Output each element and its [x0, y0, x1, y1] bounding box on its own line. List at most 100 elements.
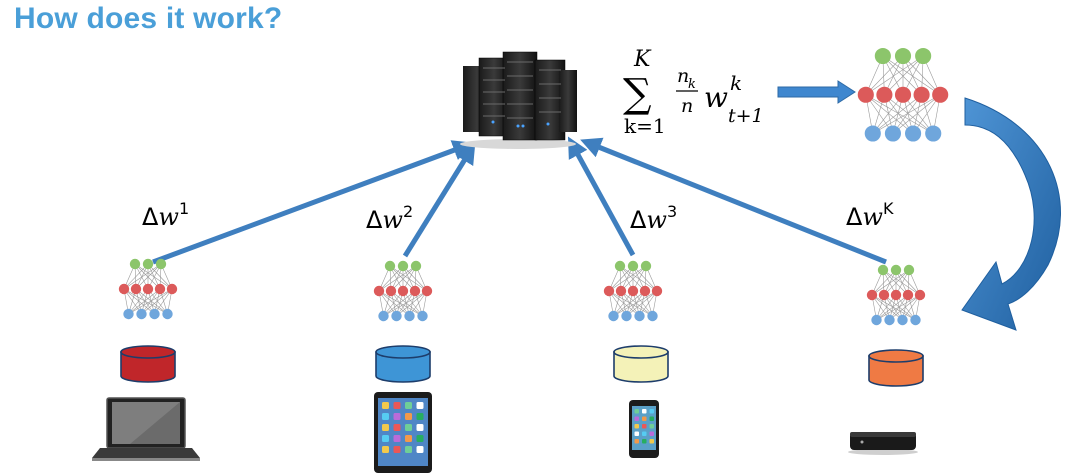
input-node	[884, 314, 895, 326]
delta-symbol: Δ	[630, 206, 647, 234]
output-node	[142, 258, 154, 270]
upload-arrow-1	[152, 140, 474, 265]
fraction-numerator-subscript: k	[688, 77, 696, 92]
hidden-node	[651, 285, 663, 297]
input-node	[884, 125, 901, 142]
hidden-node	[118, 283, 130, 295]
input-node	[378, 310, 389, 322]
local-data-cylinder-icon	[613, 345, 669, 383]
hidden-node	[397, 285, 409, 297]
hidden-node	[866, 289, 878, 301]
delta-weight: w	[646, 206, 667, 234]
input-node	[417, 310, 428, 322]
input-node	[608, 310, 619, 322]
page-title: How does it work?	[14, 2, 283, 35]
sum-upper-limit: K	[633, 47, 652, 72]
laptop-icon	[92, 397, 200, 461]
input-node	[136, 308, 147, 320]
output-node	[614, 260, 626, 272]
smartphone-icon	[629, 400, 659, 458]
svg-text:Δw1: Δw1	[142, 199, 189, 231]
hidden-node	[639, 285, 651, 297]
output-node	[155, 258, 167, 270]
output-node	[915, 47, 932, 65]
input-node	[871, 314, 882, 326]
output-node	[877, 264, 889, 276]
hidden-node	[902, 289, 914, 301]
output-node	[874, 47, 891, 65]
local-data-cylinder-icon	[120, 345, 176, 383]
input-node	[404, 310, 415, 322]
input-node	[647, 310, 658, 322]
input-node	[149, 308, 160, 320]
hidden-node	[857, 86, 874, 103]
fraction-numerator: n	[677, 65, 689, 87]
input-node	[897, 314, 908, 326]
hidden-node	[373, 285, 385, 297]
hidden-node	[130, 283, 142, 295]
delta-symbol: Δ	[846, 203, 863, 231]
hidden-node	[914, 289, 926, 301]
client-model-network-icon	[118, 258, 178, 320]
client-model-network-icon	[866, 264, 926, 326]
output-node	[903, 264, 915, 276]
input-node	[864, 125, 881, 142]
upload-arrow-3	[567, 136, 636, 257]
hidden-node	[421, 285, 433, 297]
client-model-network-icon	[603, 260, 663, 322]
hidden-node	[878, 289, 890, 301]
delta-superscript: K	[883, 199, 894, 218]
tablet-icon	[374, 392, 432, 473]
output-node	[627, 260, 639, 272]
hidden-node	[932, 86, 949, 103]
upload-arrow-K	[580, 137, 887, 265]
weight-symbol: w	[704, 81, 728, 114]
output-node	[640, 260, 652, 272]
client-model-network-icon	[373, 260, 433, 322]
delta-weight: w	[158, 203, 179, 231]
global-model-network-icon	[857, 47, 949, 142]
delta-weight: w	[382, 206, 403, 234]
weight-subscript: t+1	[728, 105, 764, 127]
svg-text:Δw2: Δw2	[366, 202, 413, 234]
delta-superscript: 3	[667, 202, 677, 221]
delta-superscript: 1	[179, 199, 189, 218]
fraction-denominator: n	[681, 95, 693, 117]
delta-superscript: 2	[403, 202, 413, 221]
input-node	[925, 125, 942, 142]
delta-weight: w	[862, 203, 883, 231]
svg-text:Δw3: Δw3	[630, 202, 677, 234]
input-node	[391, 310, 402, 322]
client-update-labels: Δw1 Δw2 Δw3 ΔwK	[142, 199, 894, 234]
hidden-node	[409, 285, 421, 297]
hidden-node	[615, 285, 627, 297]
input-node	[162, 308, 173, 320]
hidden-node	[876, 86, 893, 103]
local-data-cylinder-icon	[868, 349, 924, 387]
hidden-node	[154, 283, 166, 295]
hidden-node	[627, 285, 639, 297]
delta-symbol: Δ	[366, 206, 383, 234]
server-icon	[460, 51, 577, 149]
set-top-box-icon	[848, 432, 918, 455]
output-node	[397, 260, 409, 272]
input-node	[634, 310, 645, 322]
upload-arrow-2	[402, 142, 476, 258]
input-node	[621, 310, 632, 322]
sum-lower-limit: k=1	[624, 114, 666, 138]
input-node	[123, 308, 134, 320]
output-node	[410, 260, 422, 272]
input-node	[910, 314, 921, 326]
upload-arrows	[152, 136, 887, 265]
hidden-node	[894, 86, 912, 103]
output-node	[894, 47, 912, 65]
output-node	[384, 260, 396, 272]
weight-superscript: k	[730, 71, 742, 95]
hidden-node	[166, 283, 178, 295]
block-arrow-icon	[777, 80, 856, 104]
input-node	[905, 125, 922, 142]
curved-broadcast-arrow-icon	[961, 97, 1061, 331]
hidden-node	[142, 283, 154, 295]
aggregation-formula: K ∑ k=1 n k n w k t+1	[623, 47, 764, 138]
